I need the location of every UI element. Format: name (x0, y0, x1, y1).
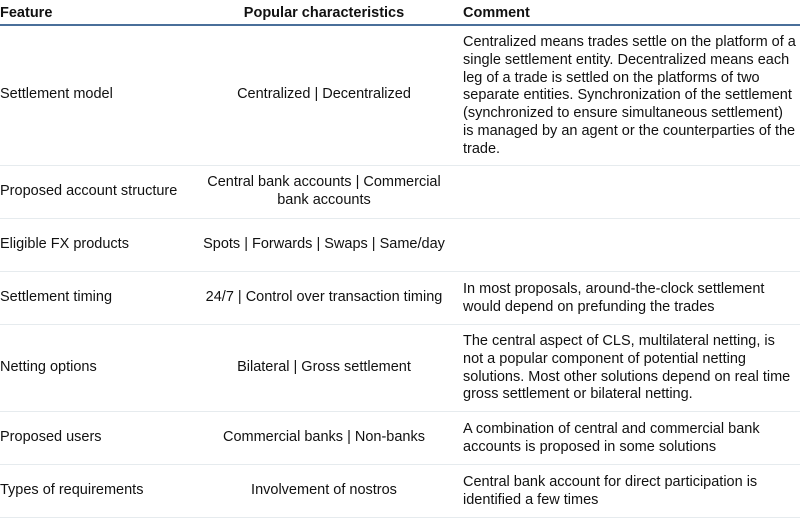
popular-cell: Involvement of nostros (193, 464, 455, 518)
table-row: Types of requirements Involvement of nos… (0, 464, 800, 518)
comment-cell: In most proposals, around-the-clock sett… (455, 271, 800, 325)
popular-cell: Central bank accounts | Commercial bank … (193, 165, 455, 219)
table-row: Eligible FX products Spots | Forwards | … (0, 218, 800, 272)
table-row: Proposed users Commercial banks | Non-ba… (0, 411, 800, 465)
feature-cell: Types of requirements (0, 464, 193, 518)
header-feature: Feature (0, 0, 193, 26)
header-row: Feature Popular characteristics Comment (0, 0, 800, 26)
feature-cell: Netting options (0, 324, 193, 412)
comment-cell (455, 165, 800, 219)
popular-cell: Commercial banks | Non-banks (193, 411, 455, 465)
comment-cell: Central bank account for direct particip… (455, 464, 800, 518)
feature-cell: Settlement model (0, 25, 193, 166)
feature-cell: Proposed account structure (0, 165, 193, 219)
popular-cell: 24/7 | Control over transaction timing (193, 271, 455, 325)
table-row: Settlement model Centralized | Decentral… (0, 25, 800, 166)
popular-cell: Bilateral | Gross settlement (193, 324, 455, 412)
comment-cell (455, 218, 800, 272)
table-row: Netting options Bilateral | Gross settle… (0, 324, 800, 412)
feature-cell: Proposed users (0, 411, 193, 465)
comment-cell: A combination of central and commercial … (455, 411, 800, 465)
feature-cell: Eligible FX products (0, 218, 193, 272)
comment-cell: Centralized means trades settle on the p… (455, 25, 800, 166)
header-comment: Comment (455, 0, 800, 26)
popular-cell: Spots | Forwards | Swaps | Same/day (193, 218, 455, 272)
table-row: Settlement timing 24/7 | Control over tr… (0, 271, 800, 325)
table-row: Proposed account structure Central bank … (0, 165, 800, 219)
popular-cell: Centralized | Decentralized (193, 25, 455, 166)
comment-cell: The central aspect of CLS, multilateral … (455, 324, 800, 412)
header-popular-characteristics: Popular characteristics (193, 0, 455, 26)
feature-cell: Settlement timing (0, 271, 193, 325)
